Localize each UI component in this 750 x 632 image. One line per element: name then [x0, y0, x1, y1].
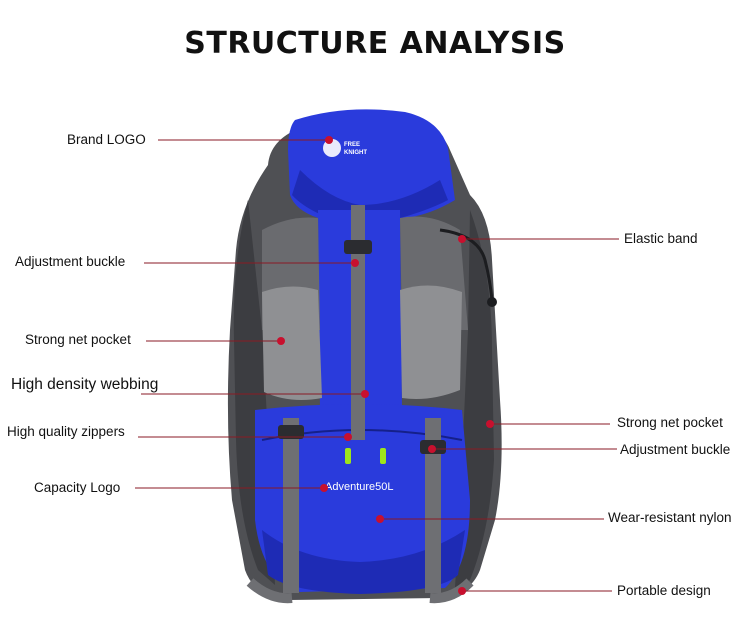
callout-lines — [135, 139, 619, 592]
dot-high-quality-zippers — [344, 433, 352, 441]
dot-high-density-webbing — [361, 390, 369, 398]
label-adjustment-buckle-right: Adjustment buckle — [620, 442, 731, 457]
lower-panel-shade — [262, 530, 465, 594]
elastic-cord — [439, 228, 494, 301]
elastic-cord-lock — [487, 297, 497, 307]
dot-brand-logo — [325, 136, 333, 144]
strap-right — [425, 418, 441, 593]
zipper-pull-left — [345, 448, 351, 464]
dot-portable-design — [458, 587, 466, 595]
mesh-pocket-left — [262, 286, 322, 400]
label-strong-net-pocket-right: Strong net pocket — [617, 415, 723, 430]
label-high-quality-zippers: High quality zippers — [7, 424, 125, 439]
strap-left — [283, 418, 299, 593]
top-buckle — [344, 240, 372, 254]
brand-logo-text-2: KNIGHT — [344, 150, 367, 156]
dot-elastic-band — [458, 235, 466, 243]
bottom-loop-left — [246, 578, 293, 604]
capacity-logo-text: Adventure50L — [325, 481, 394, 493]
bottom-loop-right — [429, 578, 474, 604]
label-elastic-band: Elastic band — [624, 231, 698, 246]
label-strong-net-pocket-left: Strong net pocket — [25, 332, 131, 347]
label-wear-resistant-nylon: Wear-resistant nylon — [608, 510, 732, 525]
dot-strong-net-pocket-left — [277, 337, 285, 345]
dot-adjustment-buckle-left — [351, 259, 359, 267]
page-title: STRUCTURE ANALYSIS — [184, 26, 566, 61]
callout-dots — [277, 136, 494, 595]
label-adjustment-buckle-left: Adjustment buckle — [15, 254, 126, 269]
label-brand-logo: Brand LOGO — [67, 132, 146, 147]
label-portable-design: Portable design — [617, 583, 711, 598]
brand-logo-text-1: FREE — [344, 142, 360, 148]
dot-capacity-logo — [320, 484, 328, 492]
label-capacity-logo: Capacity Logo — [34, 480, 121, 495]
dot-adjustment-buckle-right — [428, 445, 436, 453]
buckle-left — [278, 425, 304, 439]
backpack — [227, 109, 502, 604]
dot-strong-net-pocket-right — [486, 420, 494, 428]
label-high-density-webbing: High density webbing — [11, 376, 159, 393]
mesh-pocket-right — [400, 285, 462, 399]
zipper-pull-right — [380, 448, 386, 464]
lower-panel — [255, 404, 470, 592]
dot-wear-resistant-nylon — [376, 515, 384, 523]
